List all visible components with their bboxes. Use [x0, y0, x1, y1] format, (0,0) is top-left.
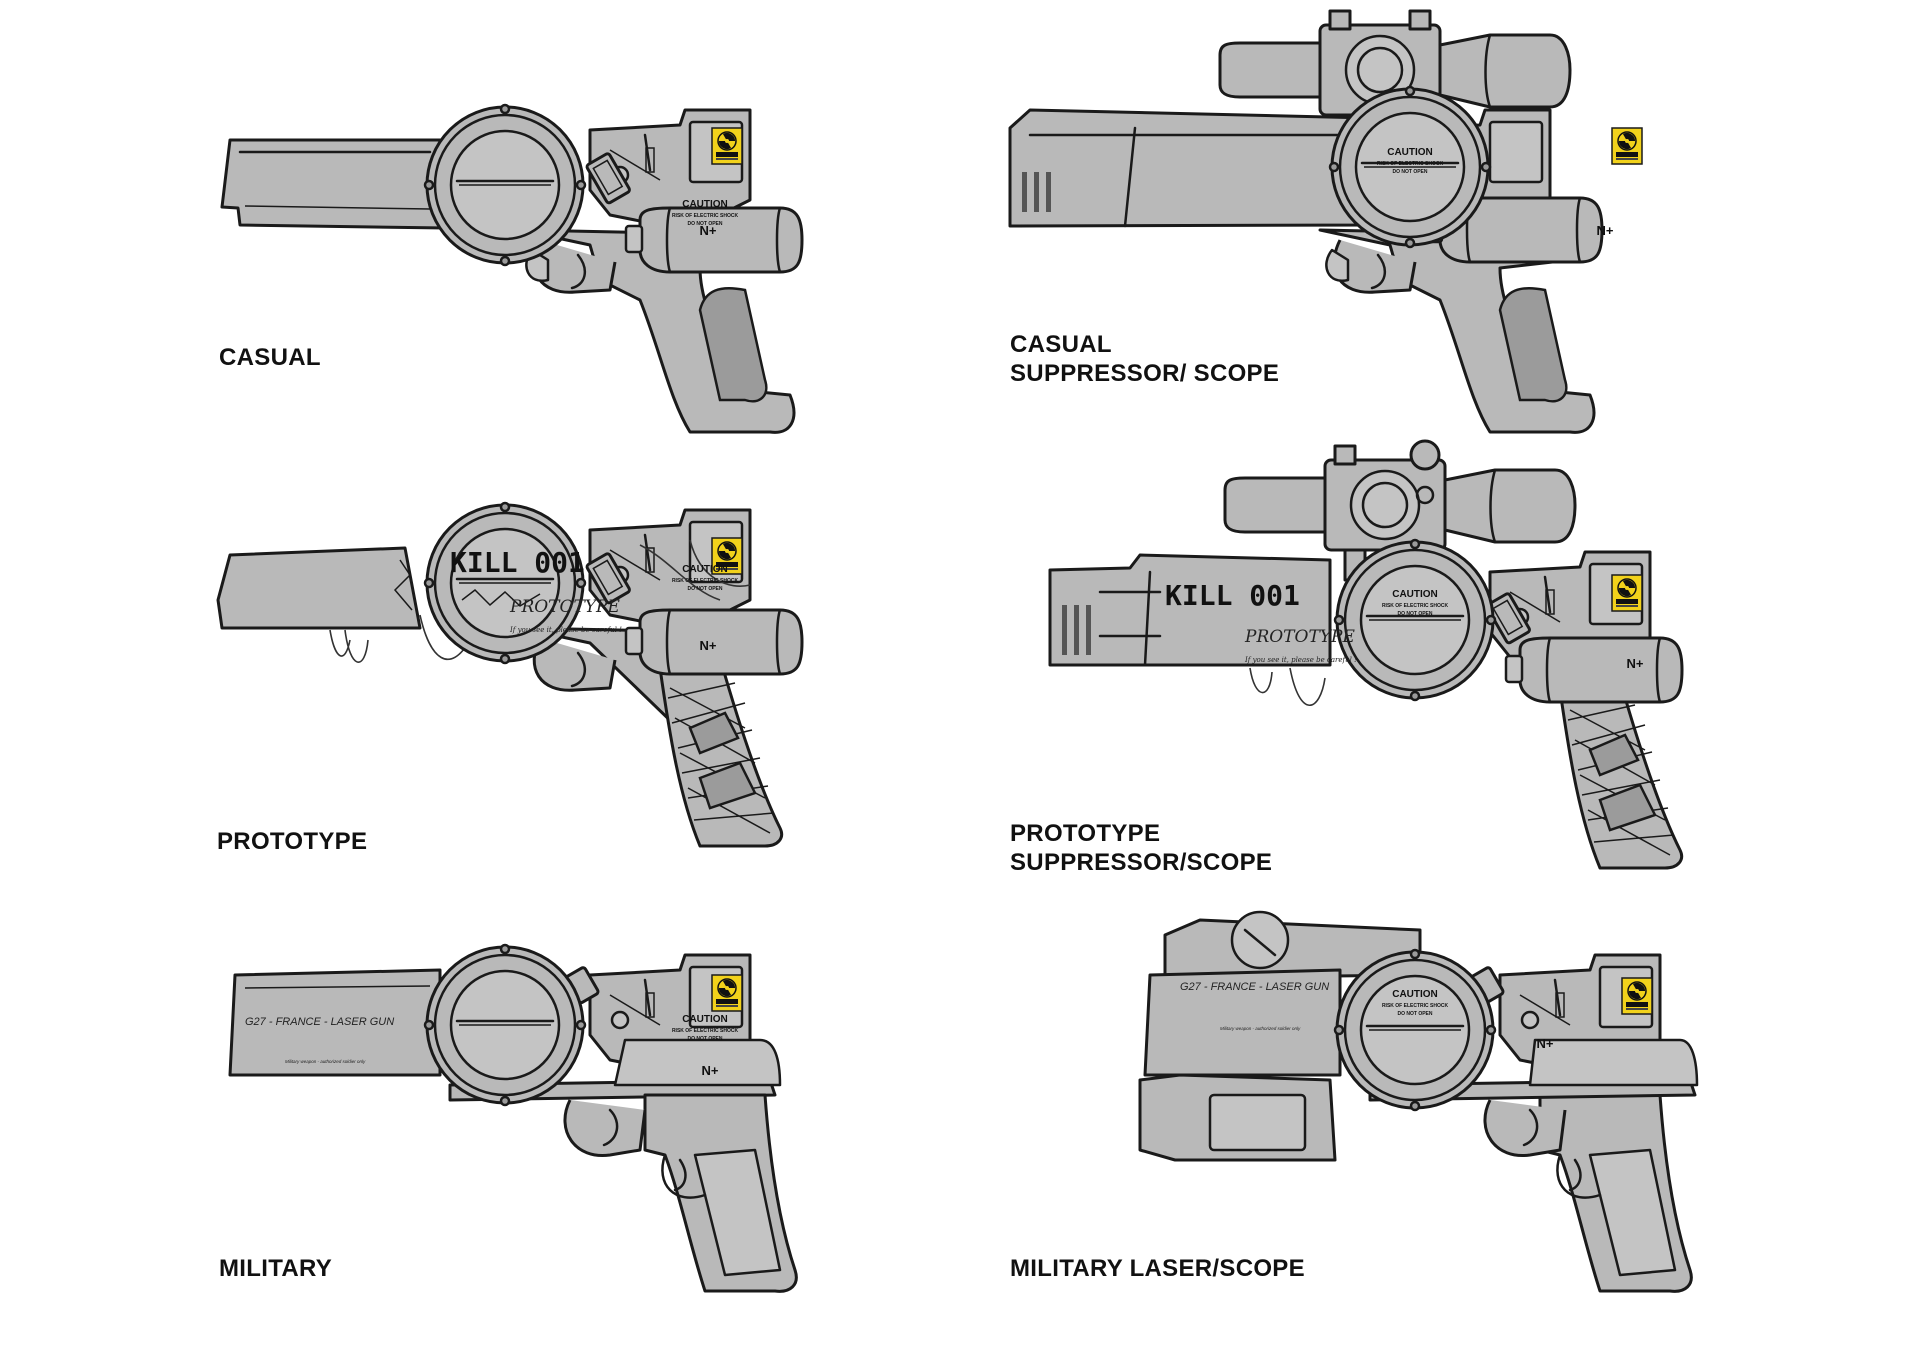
- gun-military-scope-drawing: [1138, 910, 1699, 1293]
- svg-text:Military weapon - authorized s: Military weapon - authorized soldier onl…: [1220, 1026, 1301, 1031]
- panel-prototype-scope: KILL 001 PROTOTYPE If you see it, please…: [1040, 439, 1700, 880]
- svg-text:PROTOTYPE: PROTOTYPE: [1244, 627, 1355, 647]
- svg-text:N+: N+: [700, 223, 717, 238]
- svg-text:RISK OF ELECTRIC SHOCK: RISK OF ELECTRIC SHOCK: [672, 578, 739, 584]
- svg-text:DO NOT OPEN: DO NOT OPEN: [1397, 611, 1432, 617]
- gun-casual-scope-drawing: [1008, 9, 1643, 434]
- svg-text:G27 - FRANCE - LASER GUN: G27 - FRANCE - LASER GUN: [245, 1016, 394, 1028]
- panel-casual: CAUTION RISK OF ELECTRIC SHOCK DO NOT OP…: [200, 80, 820, 460]
- gun-casual-drawing: [220, 103, 804, 434]
- panel-military-scope: G27 - FRANCE - LASER GUN Military weapon…: [1120, 890, 1740, 1310]
- caution-line1: RISK OF ELECTRIC SHOCK: [672, 213, 739, 219]
- svg-text:RISK OF ELECTRIC SHOCK: RISK OF ELECTRIC SHOCK: [672, 1028, 739, 1034]
- svg-text:KILL 001: KILL 001: [1165, 579, 1300, 612]
- caution-line2: DO NOT OPEN: [687, 221, 722, 227]
- caption-military-scope: MILITARY LASER/SCOPE: [1010, 1255, 1305, 1282]
- engraving: G27 - FRANCE - LASER GUN: [1180, 981, 1329, 993]
- cell-label: N+: [1627, 656, 1644, 671]
- svg-text:Military weapon - authorized s: Military weapon - authorized soldier onl…: [285, 1059, 366, 1064]
- caption-casual: CASUAL: [219, 344, 321, 371]
- svg-text:CAUTION: CAUTION: [682, 1014, 728, 1025]
- svg-text:DO NOT OPEN: DO NOT OPEN: [1397, 1011, 1432, 1017]
- gun-military-drawing: [228, 943, 798, 1293]
- svg-text:RISK OF ELECTRIC SHOCK: RISK OF ELECTRIC SHOCK: [1382, 603, 1449, 609]
- svg-text:If you see it, please be caref: If you see it, please be careful !: [1244, 656, 1357, 664]
- svg-text:G27 - FRANCE - LASER GUN: G27 - FRANCE - LASER GUN: [1180, 981, 1329, 993]
- svg-text:CAUTION: CAUTION: [1392, 589, 1438, 600]
- svg-text:DO NOT OPEN: DO NOT OPEN: [1392, 169, 1427, 175]
- caution-plate: CAUTION RISK OF ELECTRIC SHOCK DO NOT OP…: [1382, 989, 1449, 1017]
- gun-prototype-drawing: [216, 501, 804, 848]
- engraving: G27 - FRANCE - LASER GUN: [245, 1016, 394, 1028]
- svg-text:N+: N+: [702, 1063, 719, 1078]
- graffiti-kill: KILL 001: [450, 546, 585, 579]
- caption-casual-scope: CASUAL SUPPRESSOR/ SCOPE: [1010, 331, 1280, 387]
- caption-military: MILITARY: [219, 1255, 333, 1282]
- caution-plate: CAUTION RISK OF ELECTRIC SHOCK DO NOT OP…: [672, 564, 739, 592]
- caption-prototype-scope: PROTOTYPE SUPPRESSOR/SCOPE: [1010, 820, 1273, 876]
- handwritten-note: PROTOTYPE If you see it, please be caref…: [509, 597, 622, 634]
- svg-text:PROTOTYPE: PROTOTYPE: [509, 597, 620, 617]
- caution-plate: CAUTION RISK OF ELECTRIC SHOCK DO NOT OP…: [1377, 147, 1444, 175]
- svg-text:N+: N+: [1597, 223, 1614, 238]
- svg-text:CAUTION: CAUTION: [682, 564, 728, 575]
- cell-label: N+: [702, 1063, 719, 1078]
- svg-text:N+: N+: [1627, 656, 1644, 671]
- cell-label: N+: [700, 223, 717, 238]
- panel-military: G27 - FRANCE - LASER GUN Military weapon…: [200, 920, 820, 1300]
- graffiti-kill: KILL 001: [1165, 579, 1300, 612]
- svg-text:N+: N+: [700, 638, 717, 653]
- caution-plate: CAUTION RISK OF ELECTRIC SHOCK DO NOT OP…: [672, 199, 739, 227]
- caution-title: CAUTION: [682, 199, 728, 210]
- svg-text:CAUTION: CAUTION: [1392, 989, 1438, 1000]
- svg-text:CAUTION: CAUTION: [1387, 147, 1433, 158]
- svg-text:DO NOT OPEN: DO NOT OPEN: [687, 586, 722, 592]
- cell-label: N+: [1597, 223, 1614, 238]
- cell-label: N+: [1537, 1036, 1554, 1051]
- gun-prototype-scope-drawing: [1048, 439, 1684, 870]
- cell-label: N+: [700, 638, 717, 653]
- svg-text:If you see it, please be caref: If you see it, please be careful !: [509, 626, 622, 634]
- handwritten-note: PROTOTYPE If you see it, please be caref…: [1244, 627, 1357, 664]
- engraving-small: Military weapon - authorized soldier onl…: [285, 1059, 366, 1064]
- svg-text:DO NOT OPEN: DO NOT OPEN: [687, 1036, 722, 1042]
- svg-text:RISK OF ELECTRIC SHOCK: RISK OF ELECTRIC SHOCK: [1382, 1003, 1449, 1009]
- svg-text:RISK OF ELECTRIC SHOCK: RISK OF ELECTRIC SHOCK: [1377, 161, 1444, 167]
- caution-plate: CAUTION RISK OF ELECTRIC SHOCK DO NOT OP…: [672, 1014, 739, 1042]
- engraving-small: Military weapon - authorized soldier onl…: [1220, 1026, 1301, 1031]
- caption-prototype: PROTOTYPE: [217, 828, 368, 855]
- panel-casual-scope: CAUTION RISK OF ELECTRIC SHOCK DO NOT OP…: [1000, 9, 1700, 455]
- caution-plate: CAUTION RISK OF ELECTRIC SHOCK DO NOT OP…: [1382, 589, 1449, 617]
- svg-text:N+: N+: [1537, 1036, 1554, 1051]
- svg-text:KILL 001: KILL 001: [450, 546, 585, 579]
- panel-prototype: KILL 001 PROTOTYPE If you see it, please…: [200, 480, 820, 860]
